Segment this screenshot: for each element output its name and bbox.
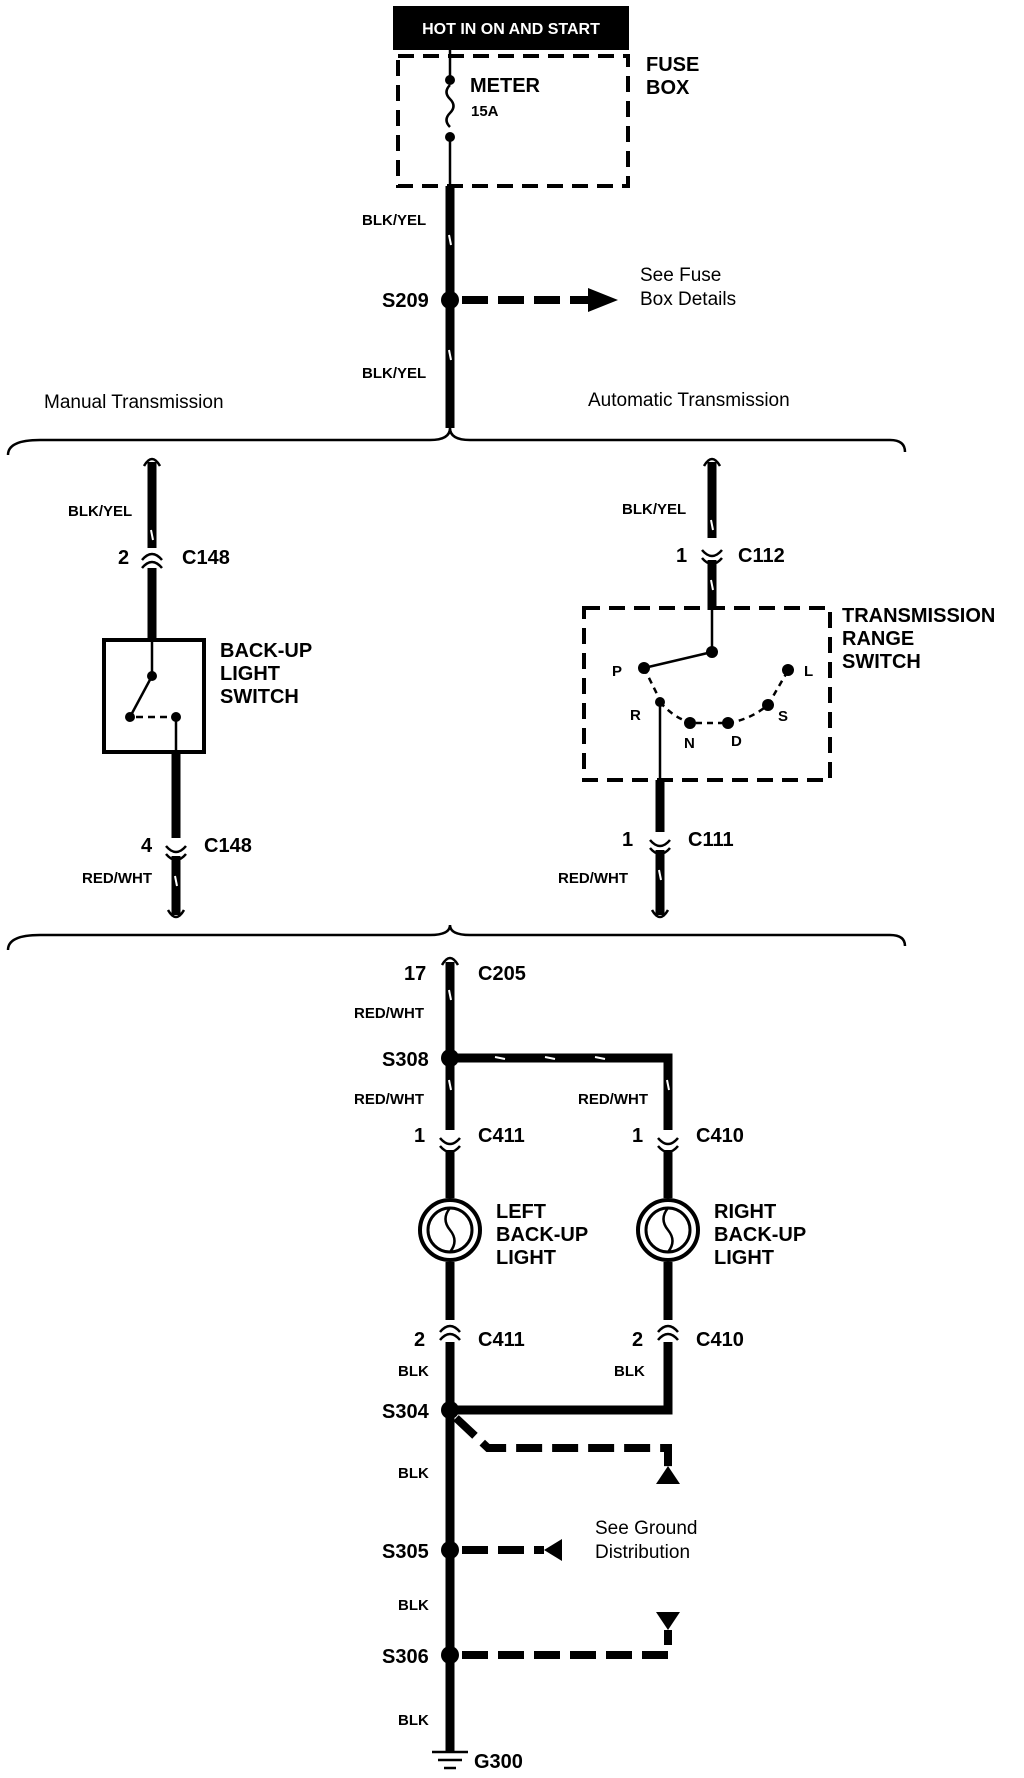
wire-label: BLK — [398, 1363, 429, 1380]
wire-label: RED/WHT — [82, 870, 152, 887]
component-label: SWITCH — [220, 686, 299, 708]
component-label: RIGHT — [714, 1201, 776, 1223]
connector-label: C148 — [182, 547, 230, 569]
wire-label: BLK/YEL — [362, 212, 426, 229]
wire-label: BLK — [614, 1363, 645, 1380]
fuse-box-label: FUSE — [646, 54, 699, 76]
ground-reference-arrow-icon — [544, 1539, 562, 1561]
selector-contact-icon — [643, 650, 713, 670]
range-position-s: S — [778, 708, 788, 725]
wire-label: BLK/YEL — [362, 365, 426, 382]
ground-symbol-icon — [432, 1750, 468, 1770]
connector-label: C410 — [696, 1329, 744, 1351]
connector-icon — [657, 1324, 679, 1333]
connector-icon — [439, 1324, 461, 1333]
section-label-automatic: Automatic Transmission — [588, 390, 790, 411]
connector-label: C148 — [204, 835, 252, 857]
power-source-label: HOT IN ON AND START — [393, 6, 629, 50]
splice-label: S304 — [382, 1401, 430, 1423]
connector-label: C411 — [478, 1329, 525, 1351]
wire-label: BLK — [398, 1465, 429, 1482]
splice-label: S209 — [382, 290, 429, 312]
splice-s305 — [441, 1541, 459, 1559]
range-position-n: N — [684, 735, 695, 752]
connector-pin: 17 — [404, 963, 426, 985]
connector-pin: 4 — [141, 835, 153, 857]
splice-label: S306 — [382, 1646, 429, 1668]
connector-pin: 2 — [118, 547, 129, 569]
section-divider — [6, 427, 907, 456]
arrow-right-icon — [588, 288, 618, 312]
fuse-rating: 15A — [471, 103, 499, 120]
section-label-manual: Manual Transmission — [44, 392, 224, 413]
reference-note: Distribution — [595, 1542, 690, 1563]
splice-label: S305 — [382, 1541, 429, 1563]
component-label: LIGHT — [496, 1247, 556, 1269]
splice-s306 — [441, 1646, 459, 1664]
connector-icon — [165, 845, 187, 854]
connector-pin: 1 — [676, 545, 687, 567]
reference-note: Box Details — [640, 289, 736, 310]
connector-icon — [701, 549, 723, 558]
component-label: RANGE — [842, 628, 914, 650]
component-label: BACK-UP — [496, 1224, 588, 1246]
section-divider — [6, 924, 907, 951]
connector-label: C411 — [478, 1125, 525, 1147]
connector-pin: 1 — [414, 1125, 425, 1147]
splice-label: S308 — [382, 1049, 429, 1071]
component-label: LIGHT — [220, 663, 280, 685]
bulb-icon — [444, 1207, 456, 1253]
fuse-box-label: BOX — [646, 77, 690, 99]
component-label: LIGHT — [714, 1247, 774, 1269]
fuse-icon — [445, 84, 455, 128]
wire-label: BLK — [398, 1597, 429, 1614]
connector-pin: 2 — [632, 1329, 643, 1351]
wire-label: RED/WHT — [578, 1091, 648, 1108]
component-label: LEFT — [496, 1201, 546, 1223]
left-backup-light — [418, 1198, 482, 1262]
component-label: SWITCH — [842, 651, 921, 673]
svg-text:HOT IN ON AND START: HOT IN ON AND START — [422, 21, 600, 38]
wire-label: RED/WHT — [354, 1005, 424, 1022]
component-label: TRANSMISSION — [842, 605, 995, 627]
bulb-icon — [662, 1207, 674, 1253]
connector-label: C410 — [696, 1125, 744, 1147]
connector-icon — [141, 552, 163, 561]
component-label: BACK-UP — [220, 640, 312, 662]
range-position-r: R — [630, 707, 641, 724]
connector-icon — [657, 1137, 679, 1146]
connector-label: C112 — [738, 545, 785, 567]
ground-reference-arrow-icon — [656, 1466, 680, 1484]
range-position-l: L — [804, 663, 813, 680]
wire-label: BLK/YEL — [622, 501, 686, 518]
fuse-box — [396, 48, 630, 188]
connector-icon — [649, 839, 671, 848]
connector-label: C111 — [688, 829, 734, 851]
ground-reference-arrow-icon — [656, 1612, 680, 1630]
connector-label: C205 — [478, 963, 526, 985]
switch-contact-icon — [128, 675, 154, 718]
reference-note: See Ground — [595, 1518, 697, 1539]
reference-note: See Fuse — [640, 265, 721, 286]
splice-s304 — [441, 1401, 459, 1419]
connector-pin: 1 — [622, 829, 633, 851]
ground-label: G300 — [474, 1751, 523, 1773]
connector-pin: 1 — [632, 1125, 643, 1147]
connector-icon — [439, 1137, 461, 1146]
component-label: BACK-UP — [714, 1224, 806, 1246]
wire-label: BLK — [398, 1712, 429, 1729]
right-backup-light — [636, 1198, 700, 1262]
connector-pin: 2 — [414, 1329, 425, 1351]
wire-label: BLK/YEL — [68, 503, 132, 520]
fuse-name: METER — [470, 75, 541, 97]
transmission-range-switch — [582, 606, 832, 782]
wire-label: RED/WHT — [354, 1091, 424, 1108]
backup-light-switch — [102, 638, 206, 754]
range-position-d: D — [731, 733, 742, 750]
wire-label: RED/WHT — [558, 870, 628, 887]
range-position-p: P — [612, 663, 622, 680]
splice-s209 — [441, 291, 459, 309]
